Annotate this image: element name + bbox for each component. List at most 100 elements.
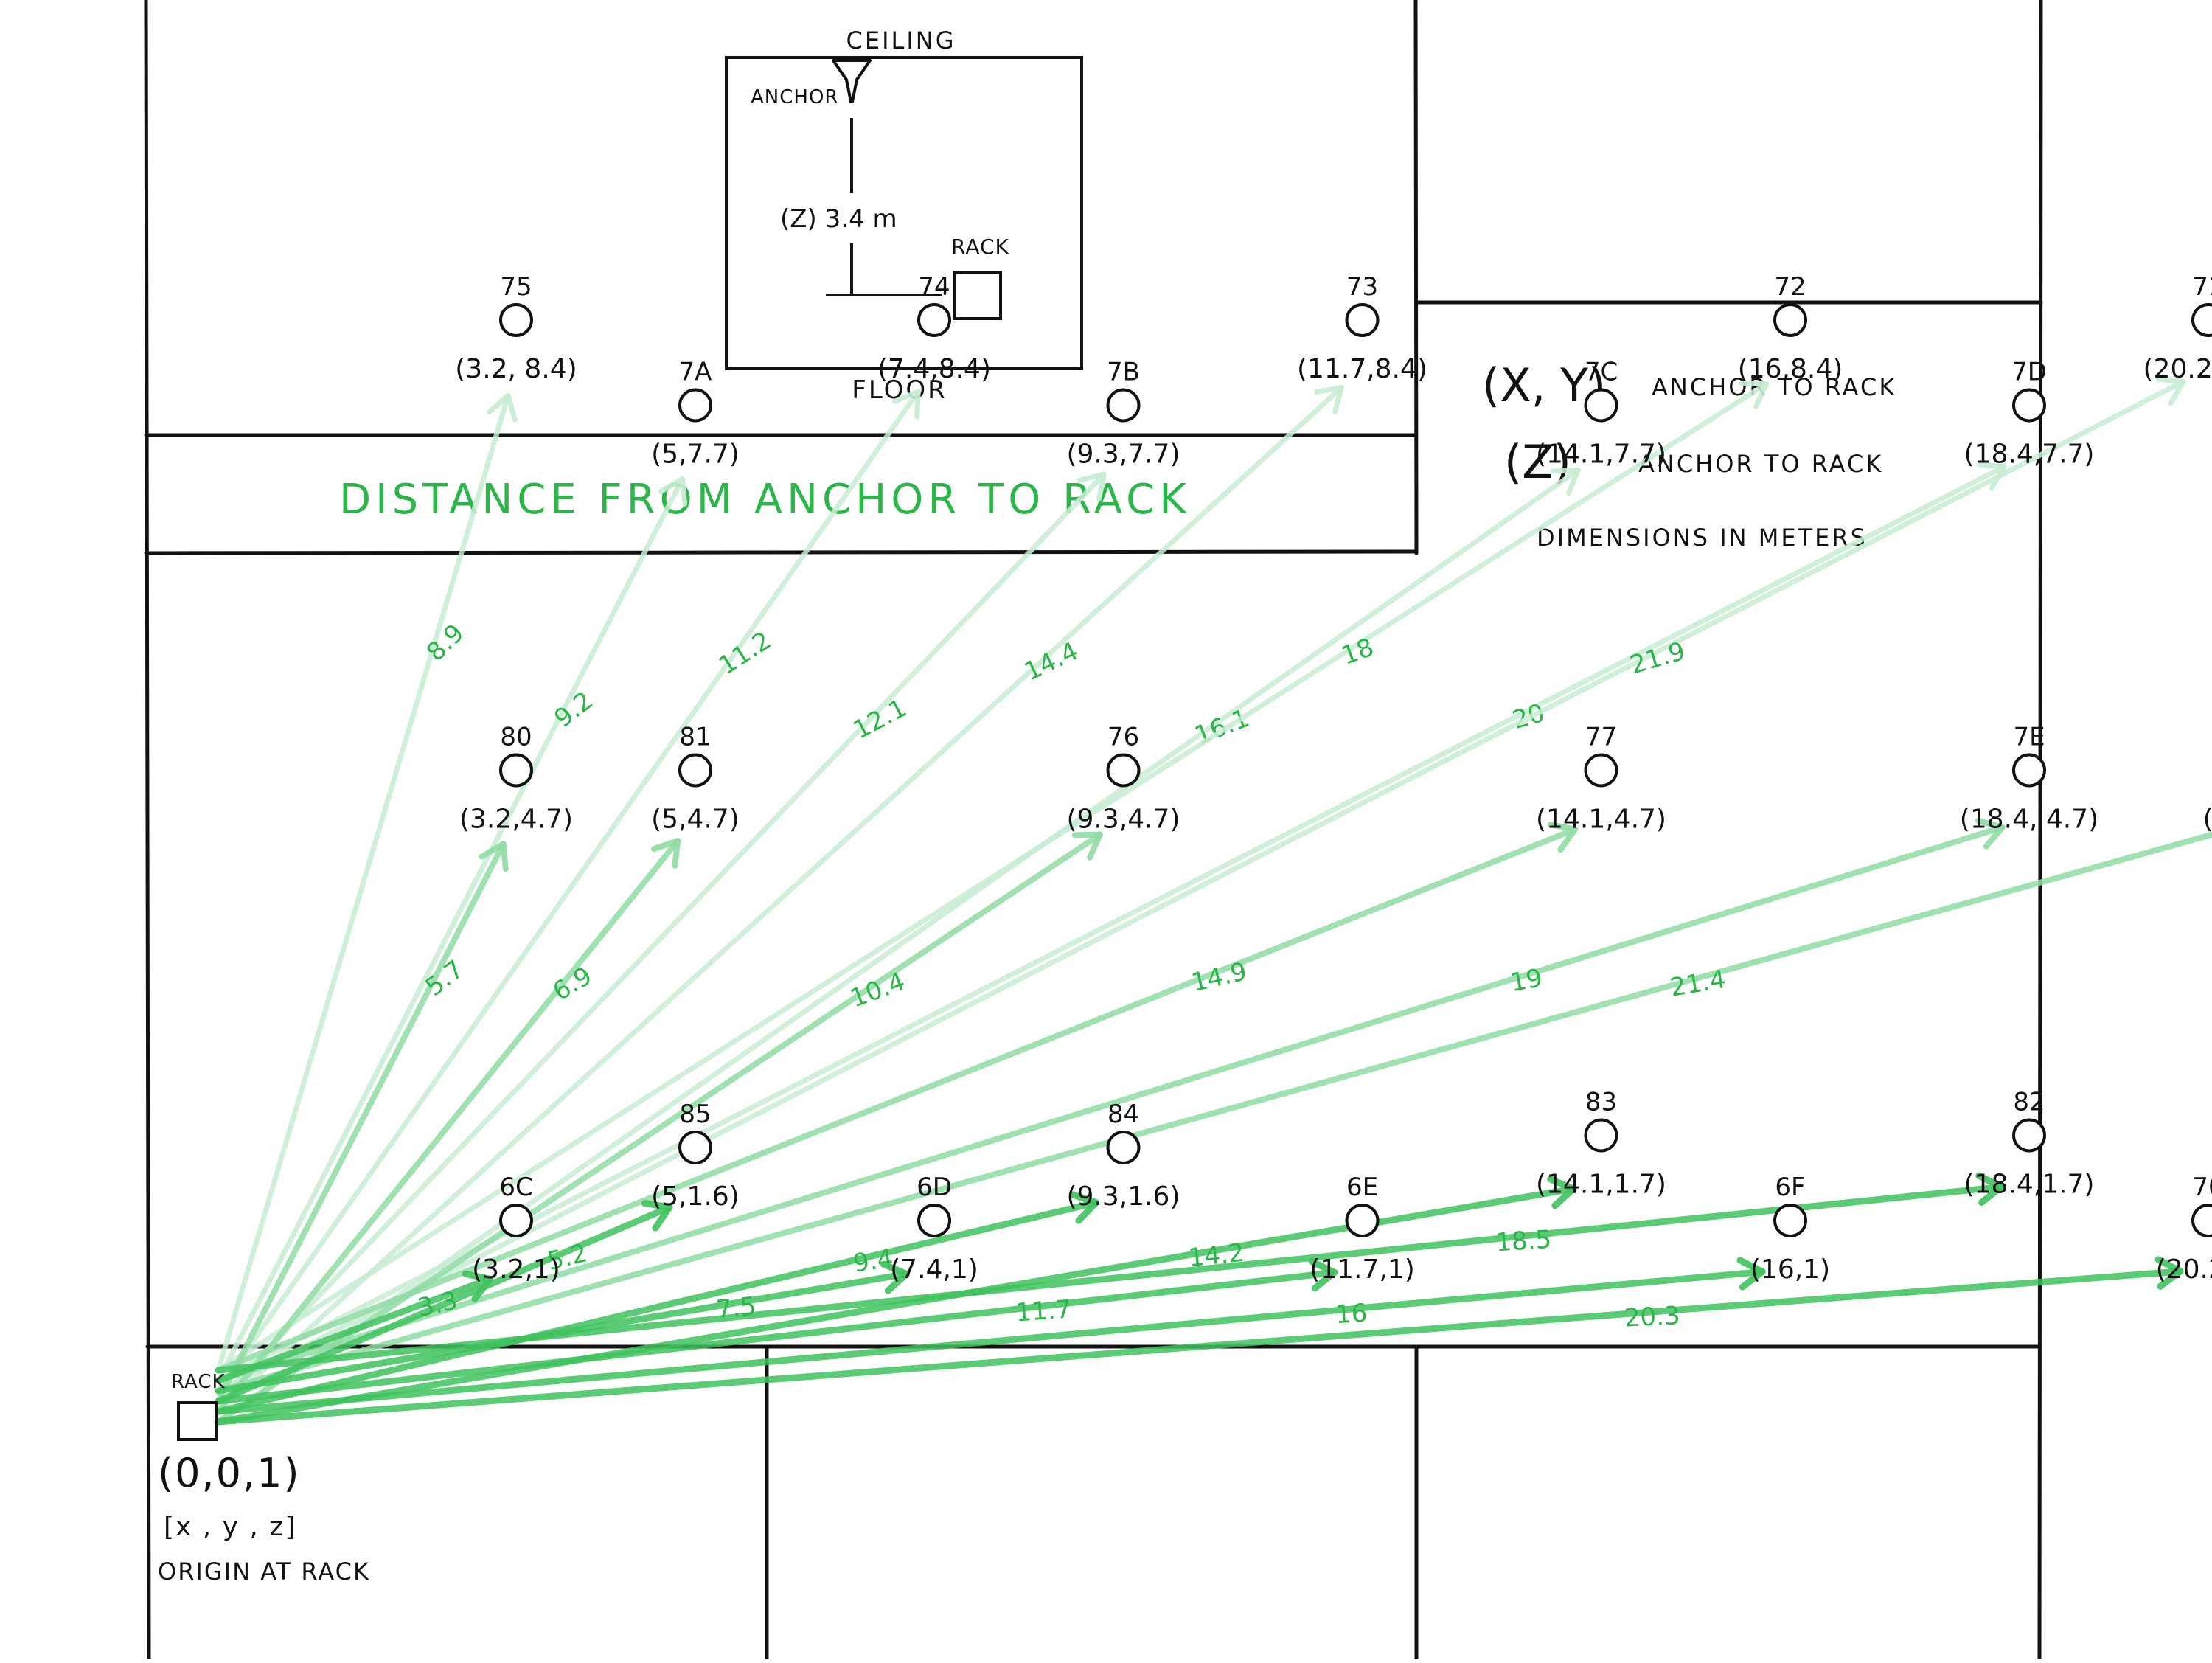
anchor-7c: 7C (14.1,7.7) (1536, 358, 1666, 470)
anchor-id-label: 77 (1585, 723, 1617, 752)
distance-label-84: 9.4 (852, 1244, 895, 1279)
distance-arrowhead-84 (1068, 1191, 1100, 1224)
distance-arrow-80 (215, 841, 507, 1404)
anchor-coord-label: (16,8.4) (1738, 354, 1843, 384)
anchor-75: 75(3.2, 8.4) (455, 272, 577, 384)
anchor-85: 85(5,1.6) (651, 1100, 740, 1212)
anchor-6e: 6E(11.7,1) (1310, 1173, 1415, 1285)
distance-arrow-6f (215, 1268, 1766, 1415)
anchor-coord-label: (14.1,4.7) (1536, 805, 1666, 835)
distance-label-73: 14.4 (1020, 636, 1083, 687)
anchor-coord-label: (14.1,1.7) (1536, 1170, 1666, 1200)
distance-arrow-70 (215, 1268, 2184, 1426)
anchor-id-label: 73 (1346, 272, 1378, 302)
elevation-inset: CEILING FLOOR ANCHOR (Z) 3.4 m RACK (725, 27, 1083, 405)
anchor-coord-label: (18.4, 4.7) (1960, 805, 2098, 835)
anchor-76: 76 (9.3,4.7) (1066, 723, 1180, 835)
anchor-circle-icon (1345, 303, 1380, 337)
distance-arrowhead-70 (2154, 1256, 2184, 1290)
distance-arrow-71 (215, 378, 2186, 1394)
anchor-circle-icon (678, 753, 712, 788)
anchor-7d: 7D(18.4,7.7) (1964, 358, 2095, 470)
anchor-id-label: 83 (1585, 1088, 1617, 1117)
anchor-83: 83 (14.1,1.7) (1536, 1088, 1666, 1200)
distance-arrowhead-74 (892, 389, 921, 420)
distance-arrow-73 (215, 385, 1344, 1414)
distance-arrowhead-81 (650, 838, 681, 869)
anchor-circle-icon (499, 1204, 533, 1237)
distance-label-6f: 16 (1335, 1299, 1368, 1330)
distance-arrow-6c (215, 1275, 493, 1384)
anchor-id-label: 7C (1585, 358, 1618, 387)
distance-arrow-7e (215, 824, 2006, 1383)
distance-arrowhead-71 (2155, 376, 2186, 406)
anchor-markers: 75(3.2, 8.4)7A(5,7.7)74(7.4,8.4)7B(9.3,7… (455, 272, 2212, 1285)
wall-left (144, 0, 151, 1662)
origin-rack-icon (177, 1401, 218, 1441)
anchor-coord-label: (20.2,1) (2156, 1254, 2212, 1285)
anchor-id-label: 74 (918, 272, 950, 302)
distance-arrow-7a (215, 476, 686, 1383)
distance-arrowhead-76 (1071, 831, 1103, 861)
anchor-circle-icon (917, 303, 951, 337)
anchor-coord-label: (9.3,4.7) (1066, 805, 1180, 835)
anchor-74: 74 (7.4,8.4) (877, 272, 991, 384)
anchor-coord-label: (7.4,8.4) (877, 354, 991, 384)
distance-arrowhead-6f (1736, 1257, 1766, 1291)
distance-arrowhead-85 (641, 1200, 673, 1232)
anchor-70: 70 (20.2,1) (2156, 1173, 2212, 1285)
anchor-circle-icon (1106, 753, 1141, 788)
anchor-id-label: 76 (1107, 723, 1139, 752)
distance-label-71: 21.9 (1627, 636, 1688, 681)
anchor-7f: 7F(20.8,4.7) (2203, 805, 2212, 835)
anchor-coord-label: (11.7,8.4) (1297, 354, 1427, 384)
distance-arrowhead-7e (1975, 817, 2006, 850)
origin-note: ORIGIN AT RACK (158, 1558, 370, 1586)
distance-arrowhead-7c (1550, 467, 1581, 496)
distance-arrow-72 (215, 381, 1770, 1373)
anchor-coord-label: (3.2, 8.4) (455, 354, 577, 384)
anchor-coord-label: (16,1) (1750, 1254, 1830, 1285)
distance-arrow-84 (215, 1199, 1100, 1415)
anchor-id-label: 81 (679, 723, 711, 752)
wall-right (2037, 0, 2043, 1662)
origin-rack-label: RACK (171, 1371, 226, 1393)
legend-units: DIMENSIONS IN METERS (1537, 524, 1868, 552)
anchor-coord-label: (14.1,7.7) (1536, 440, 1666, 470)
distance-arrow-81 (215, 838, 681, 1414)
distance-label-6e: 11.7 (1015, 1294, 1072, 1327)
anchor-7a: 7A(5,7.7) (651, 358, 740, 470)
anchor-80: 80(3.2,4.7) (459, 723, 573, 835)
anchor-id-label: 71 (2192, 272, 2212, 302)
anchor-circle-icon (2191, 303, 2212, 337)
anchor-circle-icon (499, 753, 533, 788)
anchor-id-label: 6E (1346, 1173, 1378, 1202)
anchor-circle-icon (1773, 1204, 1807, 1237)
distance-arrowhead-7a (658, 476, 688, 507)
anchor-coord-label: (5,1.6) (651, 1181, 740, 1212)
anchor-id-label: 7D (2011, 358, 2047, 387)
anchor-id-label: 7A (679, 358, 712, 387)
anchor-id-label: 6D (917, 1173, 952, 1202)
distance-arrow-74 (215, 389, 921, 1394)
anchor-coord-label: (7.4,1) (890, 1254, 978, 1285)
distance-arrowhead-7b (1077, 471, 1107, 501)
distance-arrowhead-83 (1547, 1176, 1577, 1209)
anchor-77: 77 (14.1,4.7) (1536, 723, 1666, 835)
inset-anchor-label: ANCHOR (751, 86, 838, 108)
origin-axes: [x , y , z] (164, 1512, 296, 1542)
anchor-id-label: 6C (499, 1173, 532, 1202)
anchor-coord-label: (9.3,7.7) (1066, 440, 1180, 470)
anchor-circle-icon (1106, 388, 1141, 423)
distance-arrow-7f (215, 831, 2212, 1394)
anchor-coord-label: (18.4,1.7) (1964, 1170, 2095, 1200)
distance-arrowhead-80 (479, 841, 509, 872)
anchor-circle-icon (1345, 1204, 1380, 1237)
anchor-circle-icon (678, 388, 712, 423)
anchor-82: 82(18.4,1.7) (1964, 1088, 2095, 1200)
anchor-id-label: 6F (1775, 1173, 1805, 1202)
anchor-id-label: 70 (2192, 1173, 2212, 1202)
distance-label-81: 6.9 (548, 961, 597, 1007)
anchor-circle-icon (1773, 303, 1807, 337)
